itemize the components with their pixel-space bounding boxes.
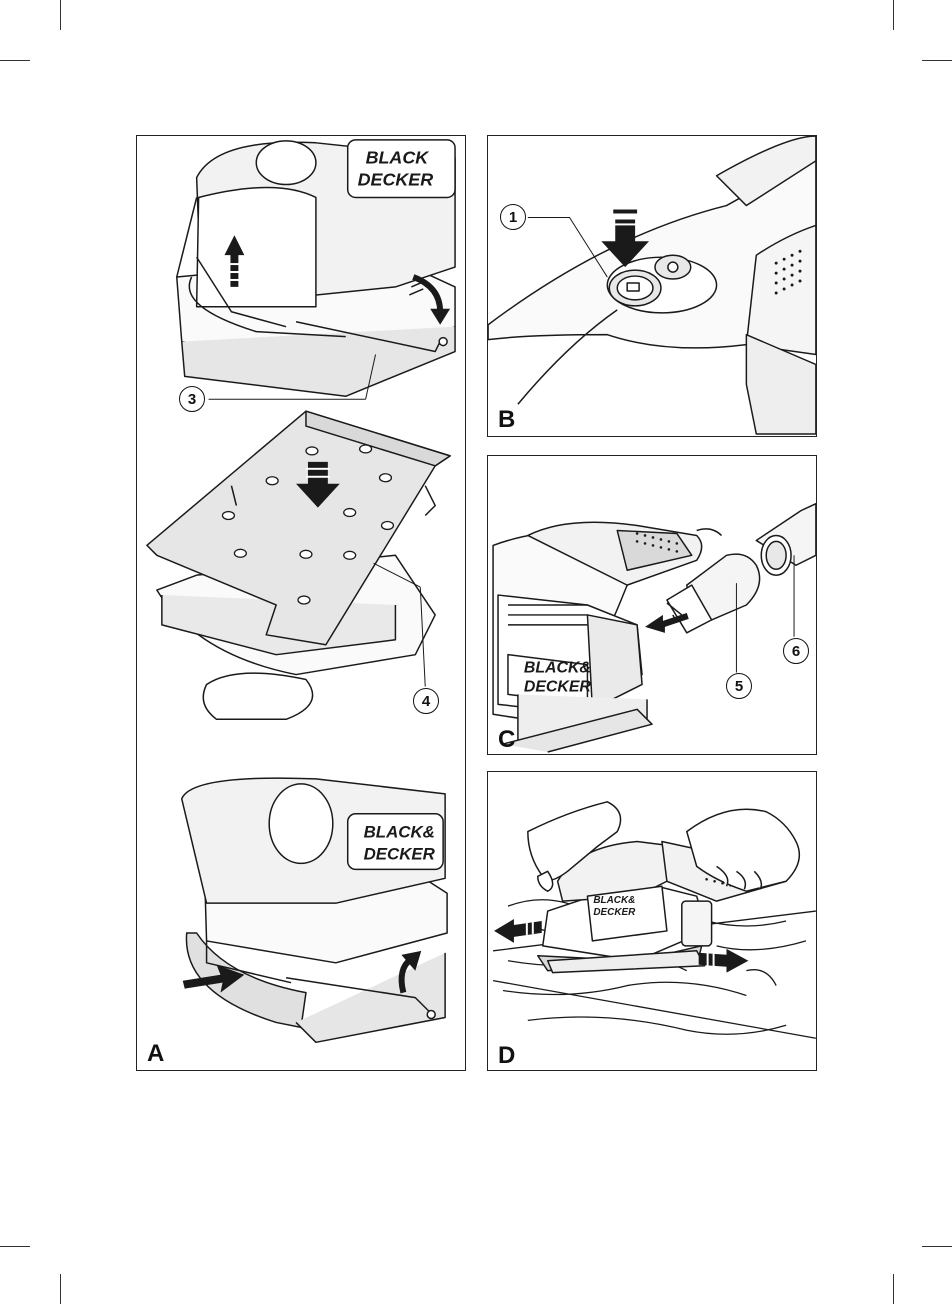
callout-3: 3 bbox=[179, 386, 205, 412]
brand-logo-top: DECKER bbox=[358, 170, 434, 190]
panel-c-illustration: BLACK& DECKER bbox=[488, 456, 816, 754]
callout-5: 5 bbox=[726, 673, 752, 699]
brand-logo-bottom: BLACK& bbox=[364, 823, 435, 842]
crop-mark bbox=[893, 1274, 894, 1304]
brand-logo: DECKER bbox=[524, 678, 592, 695]
crop-mark bbox=[922, 60, 952, 61]
brand-logo-top: BLACK bbox=[366, 148, 430, 168]
crop-mark bbox=[893, 0, 894, 30]
arrow-right-icon bbox=[699, 949, 749, 973]
crop-mark bbox=[0, 1246, 30, 1247]
figure-panel-a: BLACK DECKER bbox=[136, 135, 466, 1071]
crop-mark bbox=[60, 1274, 61, 1304]
panel-a-illustration: BLACK DECKER bbox=[137, 136, 465, 1070]
panel-label-a: A bbox=[147, 1042, 164, 1066]
panel-d-illustration: BLACK& DECKER bbox=[488, 772, 816, 1070]
panel-label-b: B bbox=[498, 408, 515, 432]
brand-logo: BLACK& bbox=[524, 660, 591, 677]
callout-4: 4 bbox=[413, 688, 439, 714]
arrow-left-icon bbox=[494, 919, 542, 943]
crop-mark bbox=[60, 0, 61, 30]
callout-1: 1 bbox=[500, 204, 526, 230]
crop-mark bbox=[922, 1246, 952, 1247]
callout-6: 6 bbox=[783, 638, 809, 664]
panel-label-d: D bbox=[498, 1044, 515, 1068]
figure-panel-d: BLACK& DECKER D bbox=[487, 771, 817, 1071]
brand-logo: DECKER bbox=[593, 907, 636, 918]
brand-logo-bottom: DECKER bbox=[364, 844, 436, 863]
figure-panel-b: 1 B bbox=[487, 135, 817, 437]
crop-mark bbox=[0, 60, 30, 61]
brand-logo: BLACK& bbox=[593, 895, 635, 906]
panel-label-c: C bbox=[498, 728, 515, 752]
panel-b-illustration bbox=[488, 136, 816, 436]
figure-panel-c: BLACK& DECKER 5 6 C bbox=[487, 455, 817, 755]
